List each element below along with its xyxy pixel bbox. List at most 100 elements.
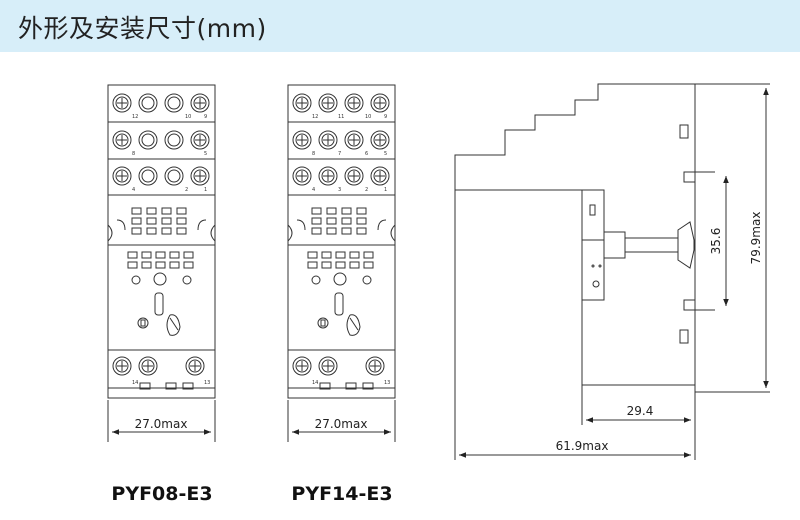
contact-slot — [341, 207, 352, 215]
contact-slot — [356, 227, 367, 235]
screw-icon — [292, 356, 312, 376]
contact-slot — [183, 261, 194, 269]
terminal-number: 12 — [132, 114, 138, 120]
ring-terminal-icon — [164, 93, 184, 113]
screw-icon — [344, 93, 364, 113]
contact-slot — [349, 251, 360, 259]
contact-slot — [311, 227, 322, 235]
screw-icon — [370, 130, 390, 150]
terminal-number: 5 — [204, 151, 207, 157]
screw-icon — [185, 356, 205, 376]
terminal-numbers-left: 12 10 9 8 5 4 2 1 14 13 — [132, 114, 210, 386]
terminal-number: 4 — [132, 187, 135, 193]
socket-front-view-pyf08 — [107, 84, 216, 399]
terminal-number: 1 — [204, 187, 207, 193]
contact-slot — [176, 227, 187, 235]
terminal-number: 1 — [384, 187, 387, 193]
contact-slot — [335, 251, 346, 259]
terminal-number: 14 — [132, 380, 138, 386]
width-label-right: 27.0max — [315, 417, 368, 431]
terminal-number: 13 — [384, 380, 390, 386]
ring-terminal-icon — [164, 130, 184, 150]
screw-icon — [318, 93, 338, 113]
terminal-number: 2 — [185, 187, 188, 193]
screw-icon — [112, 166, 132, 186]
socket-side-view — [454, 83, 770, 460]
terminal-number: 9 — [384, 114, 387, 120]
total-depth-label: 61.9max — [556, 439, 609, 453]
terminal-number: 12 — [312, 114, 318, 120]
screw-icon — [112, 93, 132, 113]
screw-icon — [344, 166, 364, 186]
contact-slot — [161, 207, 172, 215]
terminal-number: 10 — [365, 114, 371, 120]
contact-slot — [127, 261, 138, 269]
terminal-screws-right — [292, 93, 390, 376]
contact-slot — [363, 261, 374, 269]
width-label-left: 27.0max — [135, 417, 188, 431]
terminal-number: 3 — [338, 187, 341, 193]
contact-slot — [311, 217, 322, 225]
ring-terminal-icon — [164, 166, 184, 186]
page-title: 外形及安装尺寸(mm) — [18, 14, 267, 43]
contact-slot — [356, 207, 367, 215]
contact-slot — [326, 217, 337, 225]
contact-slot — [161, 227, 172, 235]
screw-icon — [292, 93, 312, 113]
terminal-screws-left — [112, 93, 210, 376]
screw-icon — [318, 356, 338, 376]
terminal-numbers-right: 12 11 10 9 8 7 6 5 4 3 2 1 14 13 — [312, 114, 390, 386]
screw-icon — [318, 130, 338, 150]
contact-slot — [321, 251, 332, 259]
screw-icon — [292, 130, 312, 150]
screw-icon — [112, 356, 132, 376]
contact-slot — [183, 251, 194, 259]
terminal-number: 4 — [312, 187, 315, 193]
contact-slot — [321, 261, 332, 269]
contact-slot — [127, 251, 138, 259]
screw-icon — [190, 166, 210, 186]
contact-slot — [307, 251, 318, 259]
screw-icon — [370, 166, 390, 186]
terminal-number: 8 — [312, 151, 315, 157]
ring-terminal-icon — [138, 130, 158, 150]
terminal-number: 11 — [338, 114, 344, 120]
screw-icon — [365, 356, 385, 376]
contact-slot — [146, 207, 157, 215]
terminal-number: 6 — [365, 151, 368, 157]
contact-slot — [161, 217, 172, 225]
rail-label: 35.6 — [709, 228, 723, 255]
contact-slot — [349, 261, 360, 269]
width-dimension-right — [287, 400, 396, 442]
contact-slot — [141, 261, 152, 269]
terminal-number: 14 — [312, 380, 318, 386]
contact-slot — [176, 207, 187, 215]
terminal-number: 7 — [338, 151, 341, 157]
model-name-left: PYF08-E3 — [111, 483, 212, 505]
screw-icon — [190, 93, 210, 113]
screw-icon — [292, 166, 312, 186]
side-dimensions — [459, 88, 769, 458]
contact-slot — [341, 217, 352, 225]
terminal-number: 2 — [365, 187, 368, 193]
ring-terminal-icon — [138, 93, 158, 113]
contact-slot — [341, 227, 352, 235]
contact-slot — [169, 261, 180, 269]
contact-slots — [127, 207, 374, 269]
terminal-number: 9 — [204, 114, 207, 120]
contact-slot — [169, 251, 180, 259]
contact-slot — [131, 207, 142, 215]
screw-icon — [344, 130, 364, 150]
model-name-right: PYF14-E3 — [291, 483, 392, 505]
terminal-number: 10 — [185, 114, 191, 120]
screw-icon — [190, 130, 210, 150]
contact-slot — [155, 261, 166, 269]
contact-slot — [176, 217, 187, 225]
contact-slot — [146, 227, 157, 235]
screw-icon — [370, 93, 390, 113]
contact-slot — [146, 217, 157, 225]
terminal-number: 13 — [204, 380, 210, 386]
terminal-number: 5 — [384, 151, 387, 157]
socket-front-view-pyf14 — [287, 84, 396, 399]
